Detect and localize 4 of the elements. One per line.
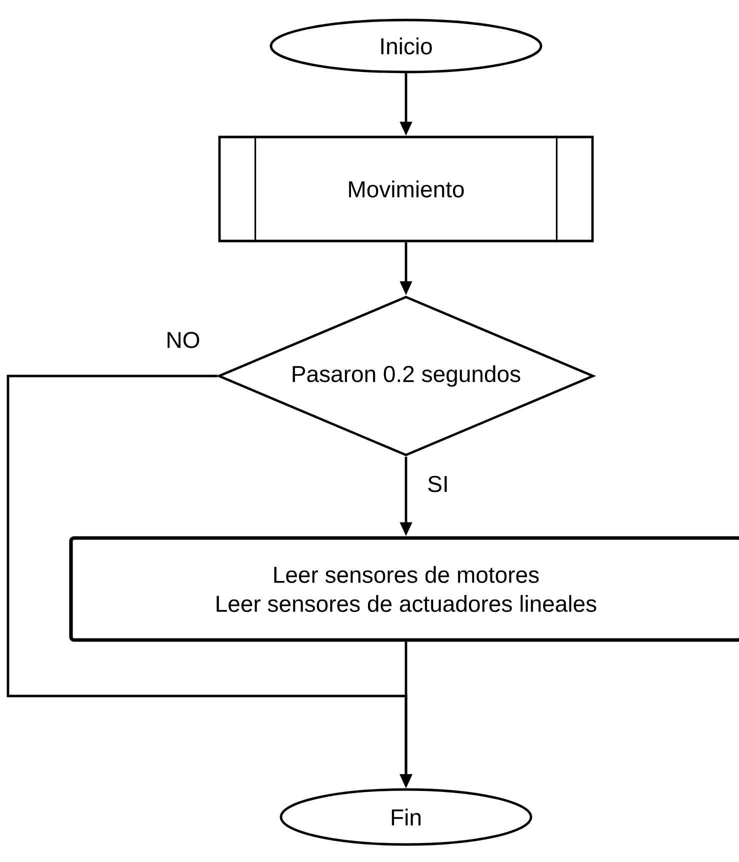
edge-label: SI — [428, 476, 447, 492]
subprocess-box: Movimiento — [218, 136, 594, 242]
process-box: Leer sensores de motores Leer sensores de actuadores lineales — [69, 536, 739, 642]
edge-label: NO — [168, 332, 200, 348]
